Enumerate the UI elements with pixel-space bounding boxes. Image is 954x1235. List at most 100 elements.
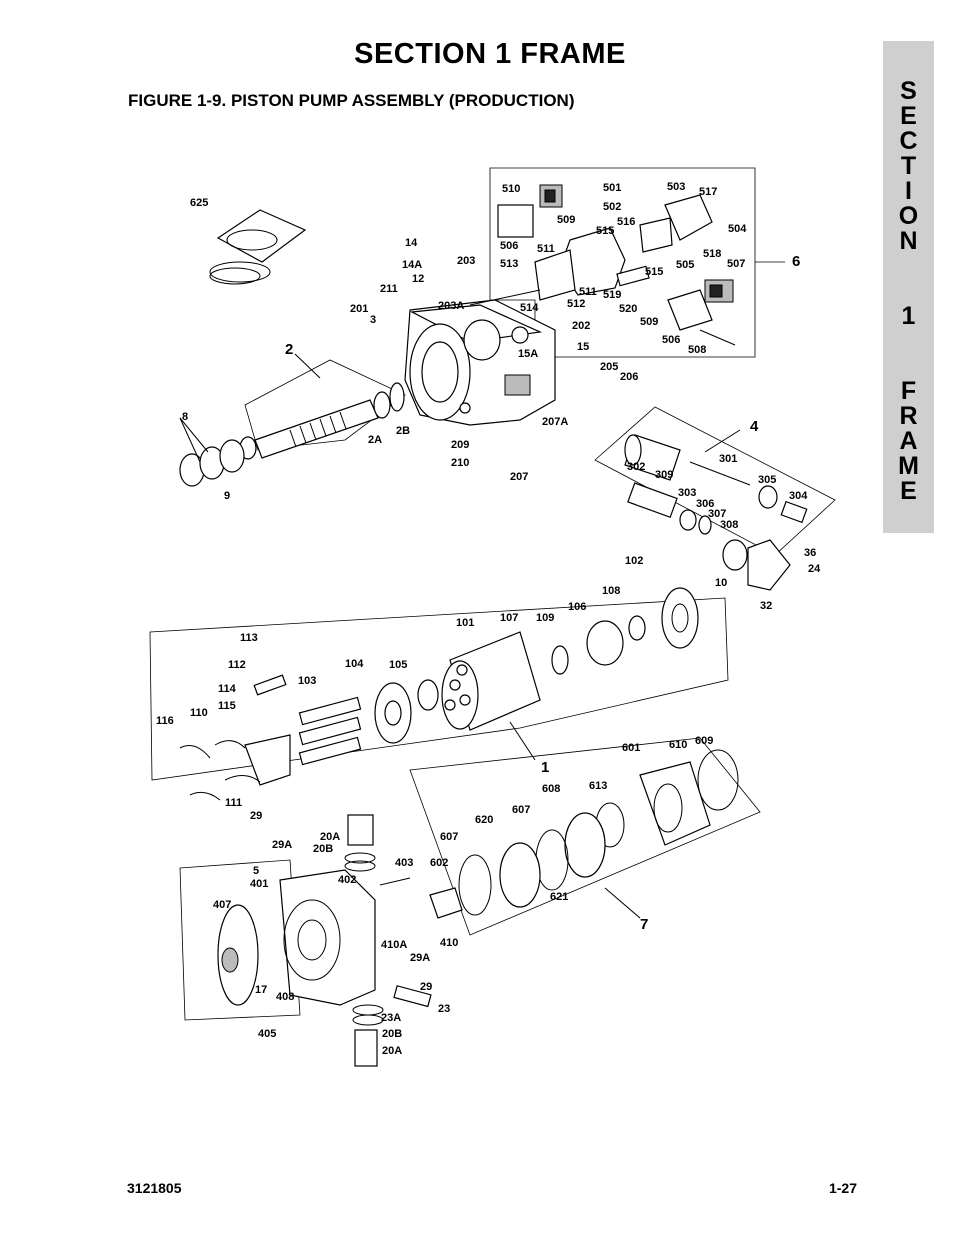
part-callout-514: 514: [520, 302, 539, 314]
part-callout-518: 518: [703, 248, 721, 260]
part-callout-602: 602: [430, 857, 448, 869]
part-callout-32: 32: [760, 600, 772, 612]
side-tab-letter: T: [900, 152, 917, 180]
part-callout-403: 403: [395, 857, 413, 869]
section-title: SECTION 1 FRAME: [354, 38, 626, 70]
part-callout-410: 410: [440, 937, 458, 949]
part-callout-3: 3: [370, 314, 376, 326]
part-callout-515: 515: [596, 225, 614, 237]
part-callout-8: 8: [182, 411, 188, 423]
part-callout-402: 402: [338, 874, 356, 886]
part-callout-607: 607: [512, 804, 530, 816]
part-callout-203a: 203A: [438, 300, 464, 312]
part-callout-509: 509: [640, 316, 658, 328]
part-callout-503: 503: [667, 181, 685, 193]
part-callout-104: 104: [345, 658, 364, 670]
part-callout-24: 24: [808, 563, 821, 575]
part-callout-504: 504: [728, 223, 747, 235]
group-callout-6: 6: [792, 253, 800, 270]
part-callout-115: 115: [218, 700, 236, 712]
part-callout-306: 306: [696, 498, 714, 510]
part-callout-2a: 2A: [368, 434, 382, 446]
part-callout-210: 210: [451, 457, 469, 469]
snap-rings-8-9: [179, 439, 245, 487]
part-callout-620: 620: [475, 814, 493, 826]
part-callout-401: 401: [250, 878, 268, 890]
part-callout-17: 17: [255, 984, 267, 996]
part-callout-9: 9: [224, 490, 230, 502]
part-callout-408: 408: [276, 991, 294, 1003]
part-callout-211: 211: [380, 283, 398, 295]
part-callout-407: 407: [213, 899, 231, 911]
part-callout-5: 5: [253, 865, 259, 877]
part-callout-20a: 20A: [320, 831, 340, 843]
part-callout-20b: 20B: [382, 1028, 402, 1040]
part-callout-107: 107: [500, 612, 518, 624]
part-callout-607: 607: [440, 831, 458, 843]
part-callout-102: 102: [625, 555, 643, 567]
part-callout-203: 203: [457, 255, 475, 267]
part-callout-613: 613: [589, 780, 607, 792]
part-callout-309: 309: [655, 469, 673, 481]
part-callout-111: 111: [225, 797, 242, 809]
part-callout-302: 302: [627, 461, 645, 473]
seal-kit-625: [209, 209, 307, 285]
part-callout-609: 609: [695, 735, 713, 747]
part-callout-20a: 20A: [382, 1045, 402, 1057]
part-callout-23a: 23A: [381, 1012, 401, 1024]
part-callout-103: 103: [298, 675, 316, 687]
document-number: 3121805: [127, 1180, 182, 1196]
part-callout-520: 520: [619, 303, 637, 315]
part-callout-20b: 20B: [313, 843, 333, 855]
page-number: 1-27: [828, 1180, 857, 1196]
part-callout-29a: 29A: [410, 952, 430, 964]
side-tab-letter: N: [899, 227, 918, 255]
part-callout-405: 405: [258, 1028, 276, 1040]
group-1-lower-frame: [179, 859, 301, 1021]
side-tab-letter: S: [900, 77, 917, 105]
group-callout-4: 4: [750, 418, 759, 435]
part-callout-10: 10: [715, 577, 727, 589]
part-callout-2b: 2B: [396, 425, 410, 437]
part-callout-601: 601: [622, 742, 640, 754]
part-callout-206: 206: [620, 371, 638, 383]
figure-title: FIGURE 1-9. PISTON PUMP ASSEMBLY (PRODUC…: [128, 91, 575, 110]
part-callout-29a: 29A: [272, 839, 292, 851]
part-callout-109: 109: [536, 612, 554, 624]
part-callout-511: 511: [579, 286, 597, 298]
group-callout-2: 2: [285, 341, 293, 358]
part-callout-516: 516: [617, 216, 635, 228]
side-tab-letter: E: [900, 477, 917, 505]
side-tab-letter: F: [900, 377, 917, 405]
compensator-group-4: [624, 434, 808, 591]
part-callout-114: 114: [218, 683, 237, 695]
part-callout-209: 209: [451, 439, 469, 451]
part-callout-110: 110: [190, 707, 208, 719]
side-tab-letter: R: [899, 402, 918, 430]
part-callout-610: 610: [669, 739, 687, 751]
part-callout-106: 106: [568, 601, 586, 613]
part-callout-308: 308: [720, 519, 738, 531]
part-callout-105: 105: [389, 659, 407, 671]
part-callout-29: 29: [250, 810, 262, 822]
part-callout-608: 608: [542, 783, 560, 795]
leader-lines: [179, 353, 741, 919]
side-tab-letter: A: [899, 427, 918, 455]
part-callout-513: 513: [500, 258, 518, 270]
part-callout-108: 108: [602, 585, 620, 597]
part-callout-207: 207: [510, 471, 528, 483]
part-callout-205: 205: [600, 361, 618, 373]
group-callout-7: 7: [640, 916, 648, 933]
part-callout-506: 506: [500, 240, 518, 252]
part-callout-519: 519: [603, 289, 621, 301]
part-callout-502: 502: [603, 201, 621, 213]
part-callout-507: 507: [727, 258, 745, 270]
part-callout-303: 303: [678, 487, 696, 499]
part-callout-15a: 15A: [518, 348, 538, 360]
cover-group-7: [429, 749, 739, 919]
part-callout-511: 511: [537, 243, 555, 255]
part-callout-410a: 410A: [381, 939, 407, 951]
part-callout-29: 29: [420, 981, 432, 993]
